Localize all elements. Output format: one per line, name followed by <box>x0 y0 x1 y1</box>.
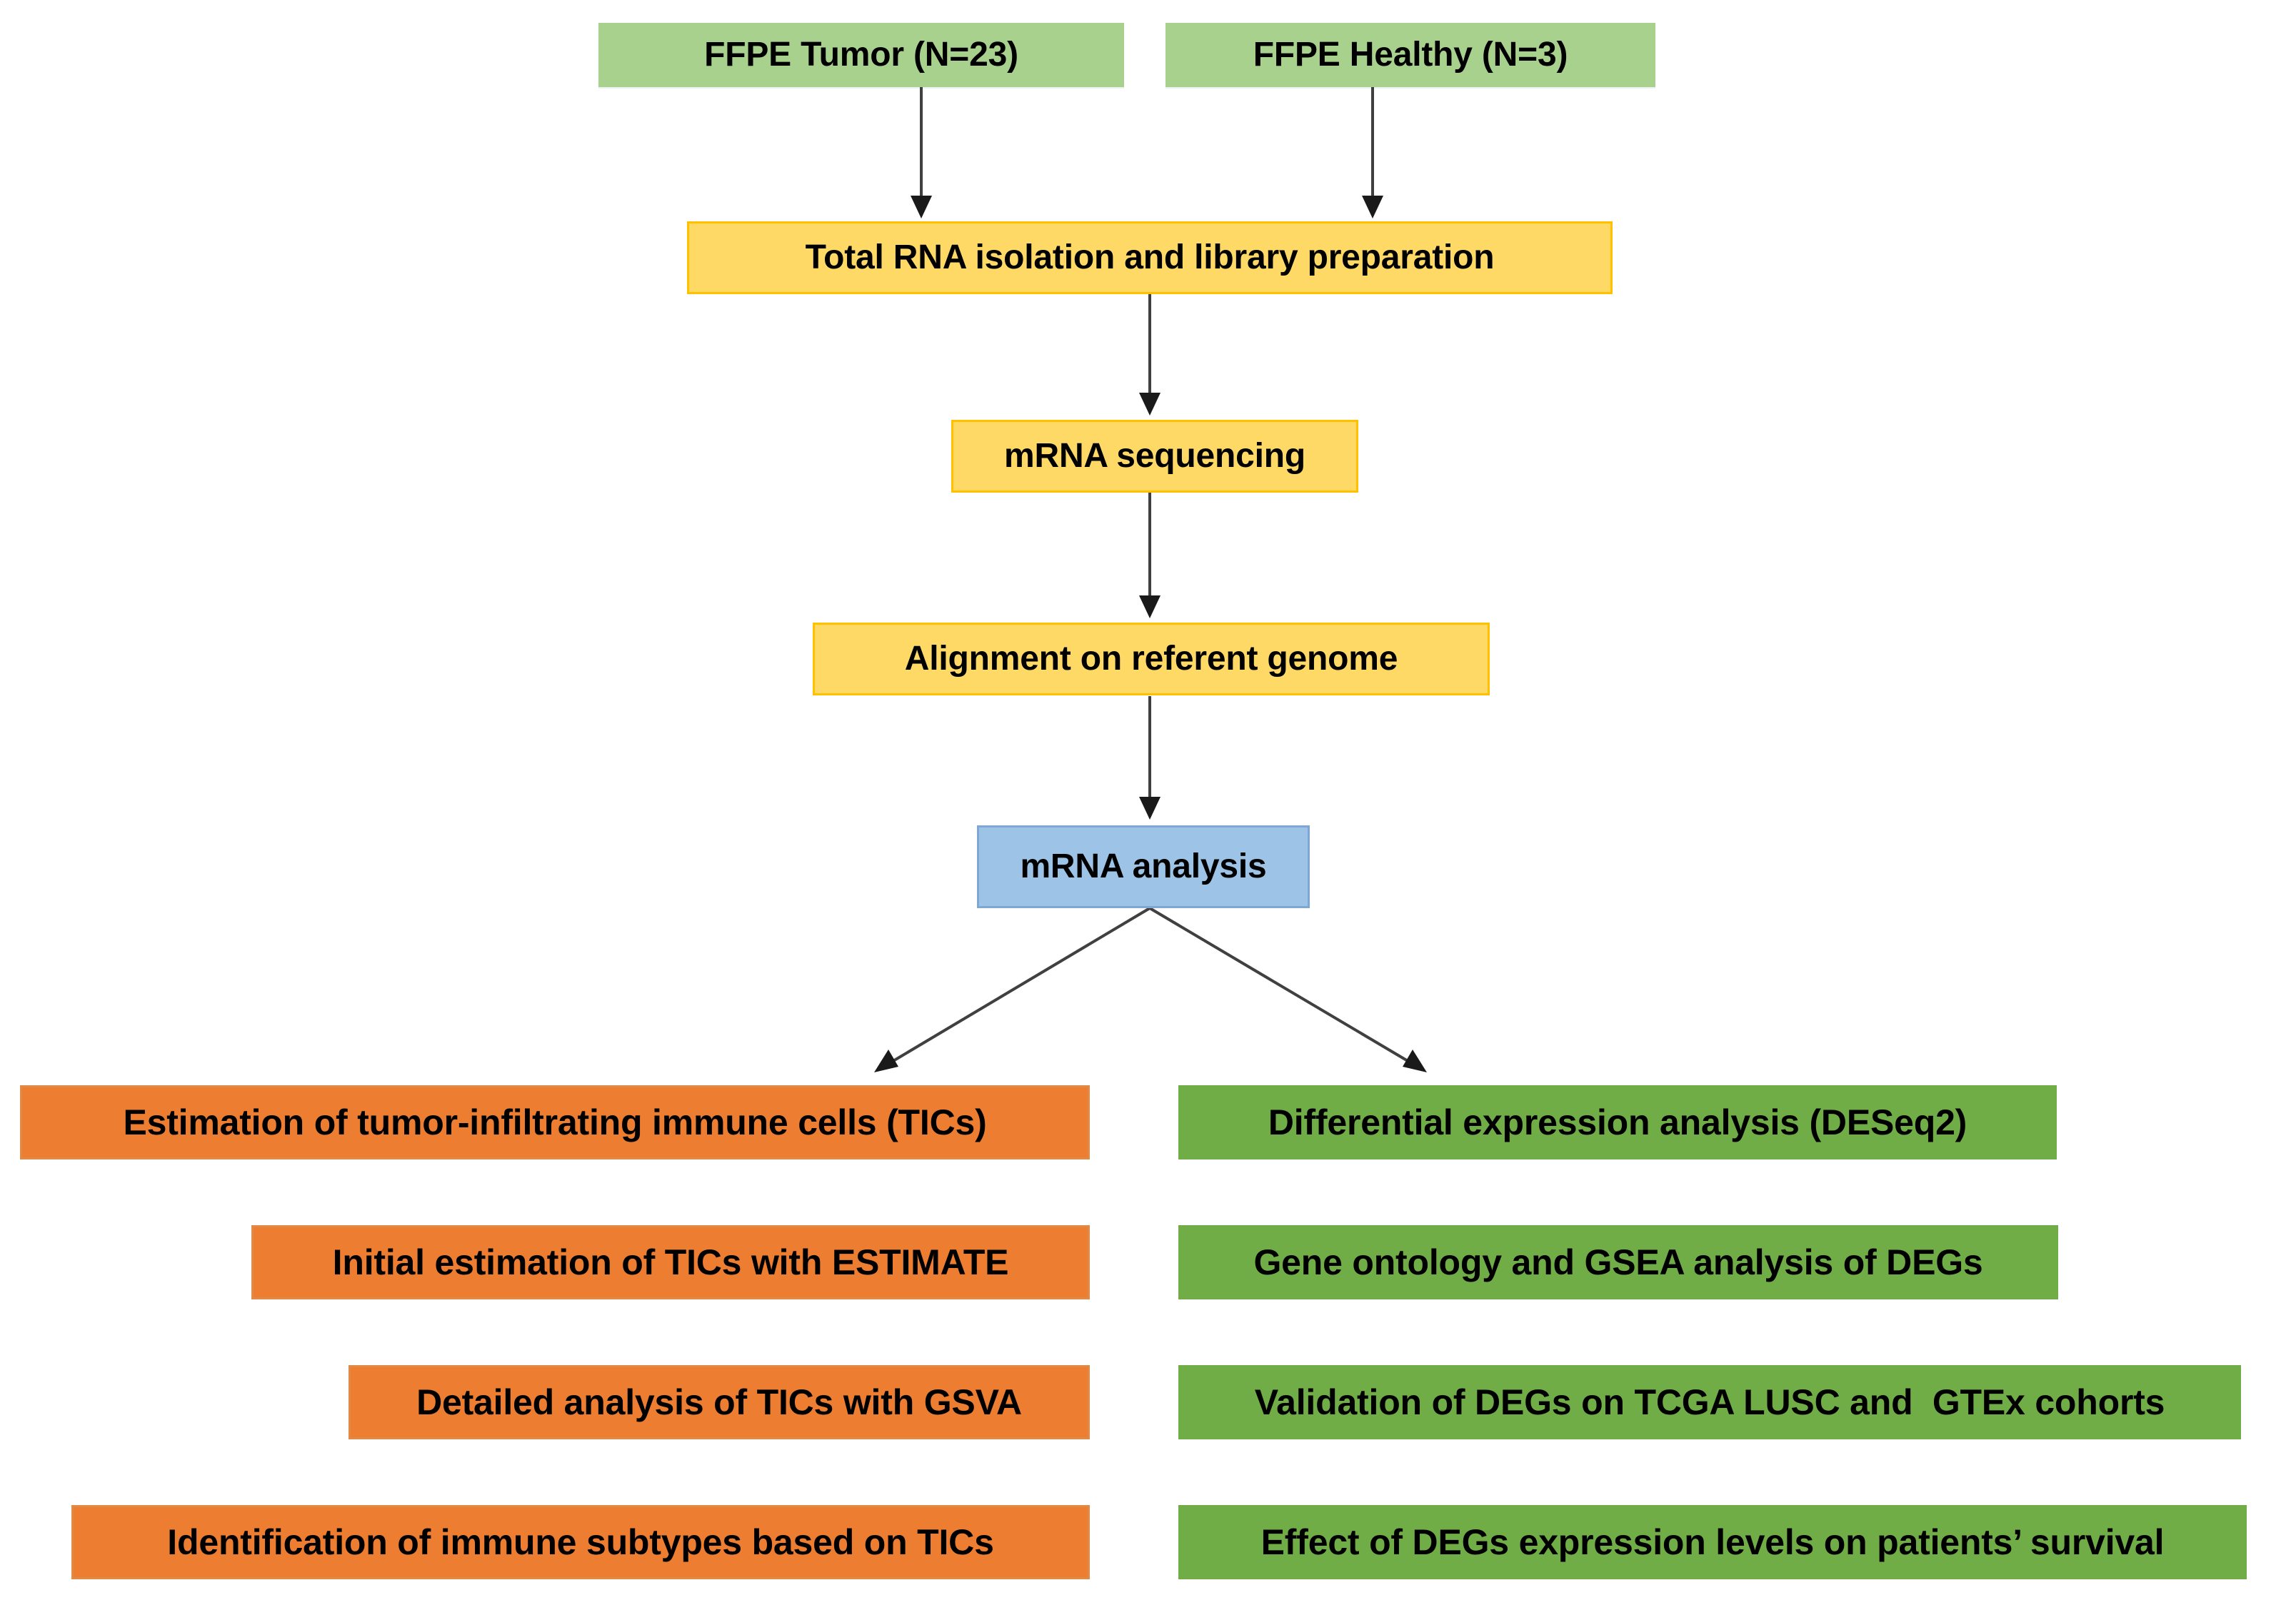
node-ffpe-tumor[interactable]: FFPE Tumor (N=23) <box>598 23 1124 87</box>
node-go-gsea[interactable]: Gene ontology and GSEA analysis of DEGs <box>1178 1225 2058 1299</box>
edge-healthy-to-isolation <box>1362 87 1383 218</box>
node-deseq2[interactable]: Differential expression analysis (DESeq2… <box>1178 1085 2057 1159</box>
node-mrna-analysis[interactable]: mRNA analysis <box>977 825 1310 908</box>
node-tic-gsva[interactable]: Detailed analysis of TICs with GSVA <box>349 1365 1090 1439</box>
node-validation[interactable]: Validation of DEGs on TCGA LUSC and GTEx… <box>1178 1365 2241 1439</box>
node-alignment[interactable]: Alignment on referent genome <box>813 623 1490 695</box>
node-ffpe-healthy[interactable]: FFPE Healthy (N=3) <box>1165 23 1655 87</box>
node-tic-subtypes[interactable]: Identification of immune subtypes based … <box>71 1505 1090 1579</box>
node-tic-estimation[interactable]: Estimation of tumor-infiltrating immune … <box>20 1085 1090 1159</box>
node-tic-estimate[interactable]: Initial estimation of TICs with ESTIMATE <box>251 1225 1090 1299</box>
node-survival[interactable]: Effect of DEGs expression levels on pati… <box>1178 1505 2247 1579</box>
edge-analysis-to-tics <box>874 907 1151 1072</box>
node-rna-isolation[interactable]: Total RNA isolation and library preparat… <box>687 221 1613 294</box>
edge-alignment-to-analysis <box>1139 696 1160 820</box>
node-mrna-sequencing[interactable]: mRNA sequencing <box>951 420 1358 493</box>
edge-isolation-to-sequencing <box>1139 294 1160 416</box>
edge-analysis-to-deseq2 <box>1148 907 1427 1072</box>
edge-tumor-to-isolation <box>911 87 932 218</box>
edge-sequencing-to-alignment <box>1139 493 1160 618</box>
